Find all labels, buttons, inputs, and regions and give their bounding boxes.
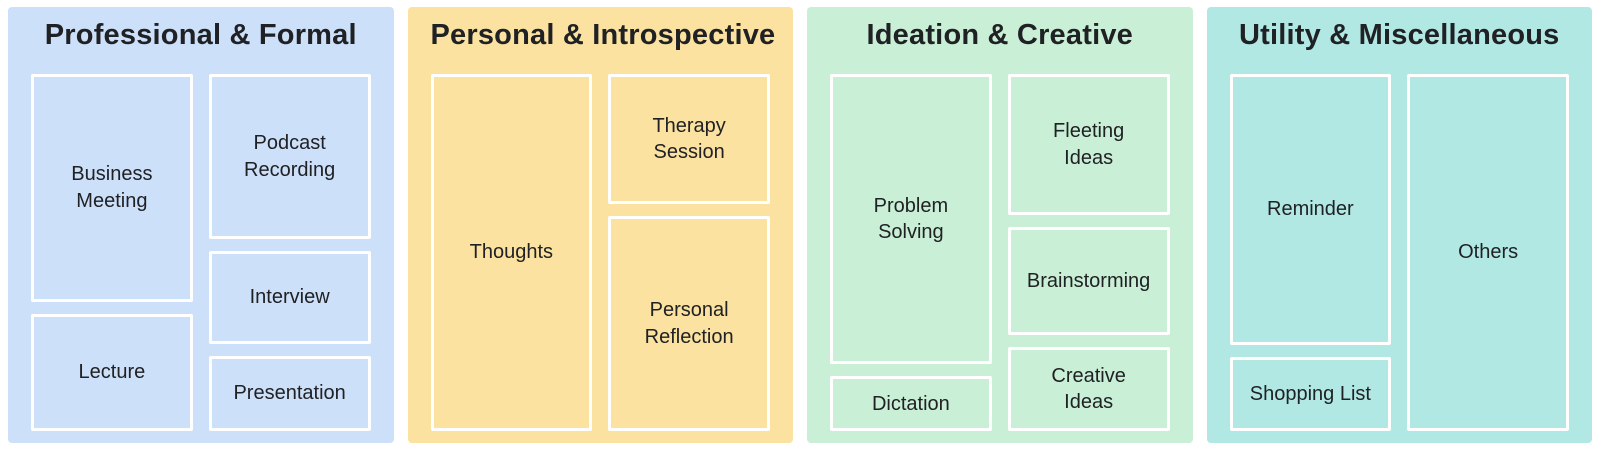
category-box-label: Fleeting Ideas bbox=[1053, 120, 1125, 169]
category-box-fleeting-ideas: Fleeting Ideas bbox=[1007, 74, 1170, 216]
panel-column-right: Therapy Session Personal Reflection bbox=[608, 74, 770, 431]
panel-columns: Reminder Shopping List Others bbox=[1229, 74, 1569, 431]
category-box-label: Interview bbox=[249, 286, 330, 309]
category-box-label: Lecture bbox=[78, 361, 146, 384]
category-box-label: Problem Solving bbox=[873, 194, 949, 244]
panel-professional-formal: Professional & Formal Business Meeting L… bbox=[8, 7, 394, 443]
panel-column-left: Thoughts bbox=[430, 74, 593, 431]
category-box-label: Personal Reflection bbox=[644, 299, 734, 348]
category-box-label: Thoughts bbox=[469, 241, 554, 264]
panel-columns: Business Meeting Lecture Podcast Recordi… bbox=[31, 74, 371, 431]
panel-columns: Thoughts Therapy Session Personal Reflec… bbox=[430, 74, 770, 431]
panel-title-personal-introspective: Personal & Introspective bbox=[430, 19, 776, 51]
panel-column-right: Fleeting Ideas Brainstorming Creative Id… bbox=[1007, 74, 1170, 431]
category-box-business-meeting: Business Meeting bbox=[31, 74, 193, 302]
panel-column-right: Others bbox=[1407, 74, 1569, 431]
panel-column-left: Reminder Shopping List bbox=[1229, 74, 1392, 431]
category-box-label: Creative Ideas bbox=[1051, 364, 1126, 413]
category-box-personal-reflection: Personal Reflection bbox=[608, 216, 770, 431]
category-box-label: Dictation bbox=[871, 392, 950, 415]
panel-column-left: Business Meeting Lecture bbox=[31, 74, 193, 431]
category-box-label: Reminder bbox=[1267, 198, 1354, 221]
panel-title-utility-miscellaneous: Utility & Miscellaneous bbox=[1239, 19, 1560, 51]
category-box-label: Podcast Recording bbox=[244, 132, 336, 181]
category-box-therapy-session: Therapy Session bbox=[608, 74, 770, 205]
category-box-dictation: Dictation bbox=[830, 376, 992, 431]
panel-personal-introspective: Personal & Introspective Thoughts Therap… bbox=[407, 7, 793, 443]
panel-utility-miscellaneous: Utility & Miscellaneous Reminder Shoppin… bbox=[1206, 7, 1592, 443]
category-box-interview: Interview bbox=[208, 251, 371, 344]
category-box-label: Therapy Session bbox=[652, 114, 726, 164]
panel-columns: Problem Solving Dictation Fleeting Ideas… bbox=[830, 74, 1170, 431]
category-box-podcast-recording: Podcast Recording bbox=[208, 74, 371, 240]
category-box-label: Brainstorming bbox=[1026, 269, 1151, 292]
panel-column-left: Problem Solving Dictation bbox=[830, 74, 992, 431]
panel-column-right: Podcast Recording Interview Presentation bbox=[208, 74, 371, 431]
category-box-presentation: Presentation bbox=[208, 355, 371, 431]
category-box-reminder: Reminder bbox=[1229, 74, 1392, 346]
category-box-creative-ideas: Creative Ideas bbox=[1007, 346, 1170, 431]
category-box-thoughts: Thoughts bbox=[430, 74, 593, 431]
category-box-brainstorming: Brainstorming bbox=[1007, 227, 1170, 335]
panel-title-ideation-creative: Ideation & Creative bbox=[866, 19, 1133, 51]
category-box-others: Others bbox=[1407, 74, 1569, 431]
category-box-label: Presentation bbox=[233, 382, 346, 405]
category-box-problem-solving: Problem Solving bbox=[830, 74, 992, 365]
category-box-lecture: Lecture bbox=[31, 313, 193, 431]
category-box-label: Others bbox=[1458, 241, 1519, 264]
category-box-label: Shopping List bbox=[1249, 382, 1371, 405]
category-box-shopping-list: Shopping List bbox=[1229, 357, 1392, 431]
panel-title-professional-formal: Professional & Formal bbox=[44, 19, 357, 51]
panel-ideation-creative: Ideation & Creative Problem Solving Dict… bbox=[807, 7, 1193, 443]
category-box-label: Business Meeting bbox=[71, 163, 153, 212]
